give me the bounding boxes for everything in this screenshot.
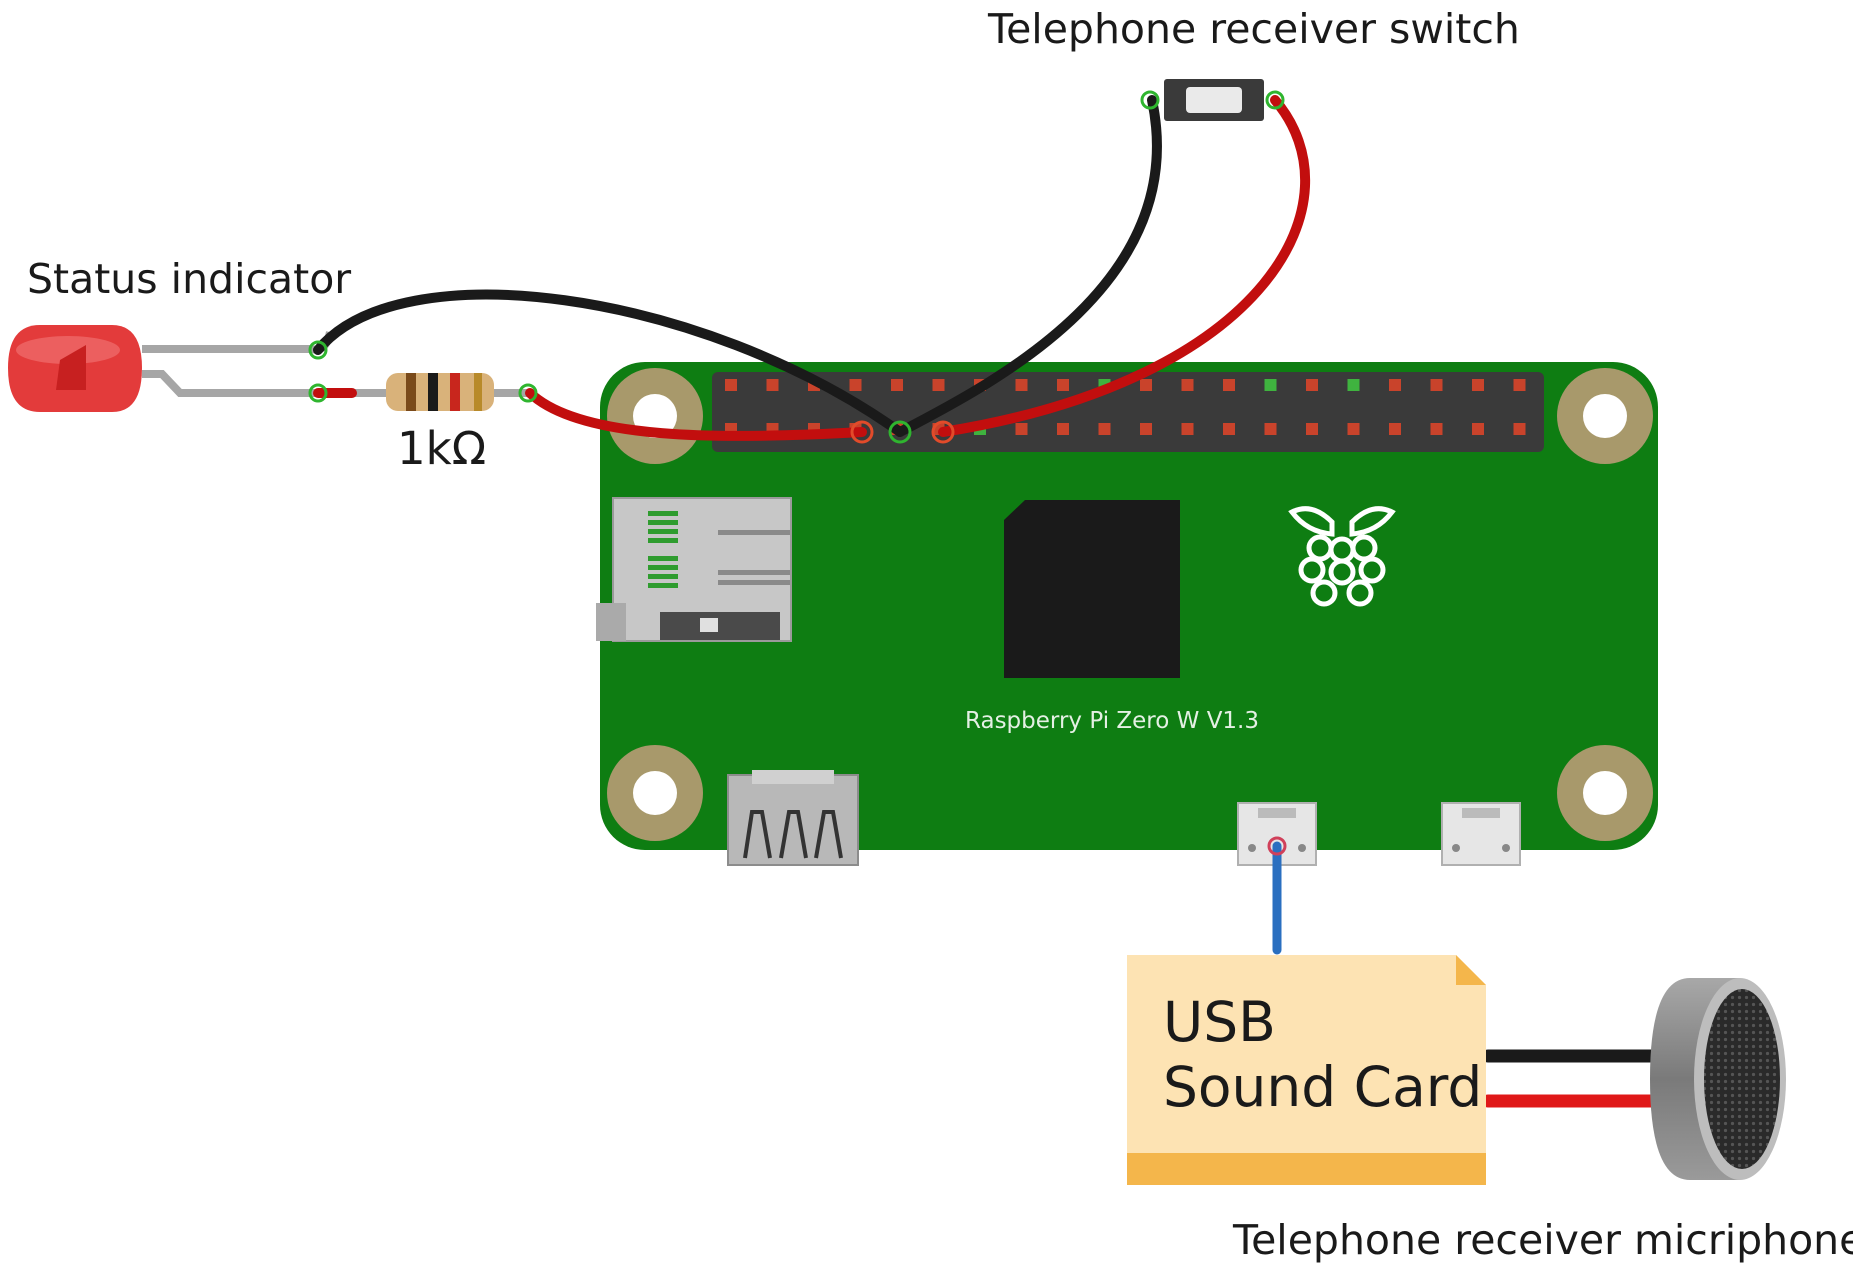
- gpio-pin: [1140, 423, 1152, 435]
- gpio-pin: [1140, 379, 1152, 391]
- gpio-pin: [1472, 423, 1484, 435]
- mounting-hole: [607, 368, 703, 464]
- gpio-pin: [1389, 423, 1401, 435]
- switch-label: Telephone receiver switch: [988, 5, 1520, 53]
- mini-hdmi-port: [727, 770, 859, 866]
- gpio-pin: [1181, 379, 1194, 391]
- usb-sound-card: [1127, 955, 1486, 1185]
- gpio-pin: [1015, 423, 1028, 435]
- gpio-pin: [1347, 423, 1360, 435]
- microphone: [1650, 978, 1786, 1180]
- gpio-header: [712, 372, 1544, 452]
- gpio-pin: [1057, 423, 1069, 435]
- mounting-hole: [1557, 368, 1653, 464]
- raspberry-pi-board: [596, 362, 1658, 866]
- resistor-label: 1kΩ: [397, 422, 487, 475]
- microphone-label: Telephone receiver micriphone: [1233, 1216, 1853, 1264]
- gpio-pin: [1513, 423, 1526, 435]
- gpio-pin: [1264, 379, 1277, 391]
- gpio-pin: [849, 379, 862, 391]
- status-indicator-label: Status indicator: [27, 255, 352, 303]
- gpio-pin: [1098, 423, 1111, 435]
- status-led: [8, 325, 334, 412]
- gpio-pin: [1306, 423, 1318, 435]
- gpio-pin: [1015, 379, 1028, 391]
- gpio-pin: [1472, 379, 1484, 391]
- gpio-pin: [1223, 379, 1235, 391]
- gpio-pin: [1306, 379, 1318, 391]
- sd-card-slot: [596, 497, 792, 642]
- board-label: Raspberry Pi Zero W V1.3: [965, 708, 1260, 734]
- processor-chip: [1004, 500, 1180, 678]
- gpio-pin: [1430, 379, 1443, 391]
- gpio-pin: [725, 379, 737, 391]
- gpio-pin: [1223, 423, 1235, 435]
- raspberry-logo: [1288, 506, 1396, 607]
- mounting-hole: [607, 745, 703, 841]
- gpio-pin: [1513, 379, 1526, 391]
- black-wire-switch: [895, 95, 1162, 437]
- mounting-hole: [1557, 745, 1653, 841]
- red-wire-gpio: [525, 388, 867, 441]
- gpio-pin: [1430, 423, 1443, 435]
- gpio-pin: [891, 379, 903, 391]
- receiver-switch: [1164, 79, 1264, 121]
- sound-card-label: USB Sound Card: [1163, 990, 1482, 1120]
- connection-points: [308, 90, 1287, 856]
- gpio-pin: [1389, 379, 1401, 391]
- gpio-pin: [1181, 423, 1194, 435]
- gpio-pin: [1347, 379, 1360, 391]
- gpio-pin: [1057, 379, 1069, 391]
- gpio-pin: [766, 379, 779, 391]
- sound-card-label-line1: USB: [1163, 990, 1276, 1054]
- wires: [313, 95, 1662, 1108]
- sound-card-label-line2: Sound Card: [1163, 1055, 1483, 1119]
- red-wire-switch: [938, 95, 1311, 437]
- gpio-pin: [1264, 423, 1277, 435]
- gpio-pin: [932, 379, 945, 391]
- micro-usb-power-port: [1441, 802, 1521, 866]
- black-wire-led: [313, 289, 905, 437]
